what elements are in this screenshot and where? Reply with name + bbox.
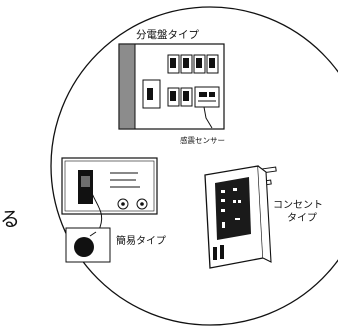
panel-type-label: 分電盤タイプ bbox=[136, 29, 199, 41]
outlet-type-label-line1: コンセント bbox=[273, 200, 323, 211]
outlet-type-label-line2: タイプ bbox=[287, 213, 317, 224]
distribution-panel bbox=[118, 43, 225, 130]
simple-type-label: 簡易タイプ bbox=[116, 236, 166, 247]
sensor-label: 感震センサー bbox=[180, 136, 225, 145]
sensor-module bbox=[194, 86, 220, 108]
outer-circle bbox=[50, 6, 338, 326]
main-breaker bbox=[142, 79, 161, 109]
outlet-type-device bbox=[204, 165, 277, 269]
weight-ball bbox=[74, 237, 94, 257]
sensor-leader-line bbox=[203, 106, 213, 129]
simple-type-device bbox=[61, 157, 158, 263]
edge-glyph: る bbox=[0, 207, 20, 231]
